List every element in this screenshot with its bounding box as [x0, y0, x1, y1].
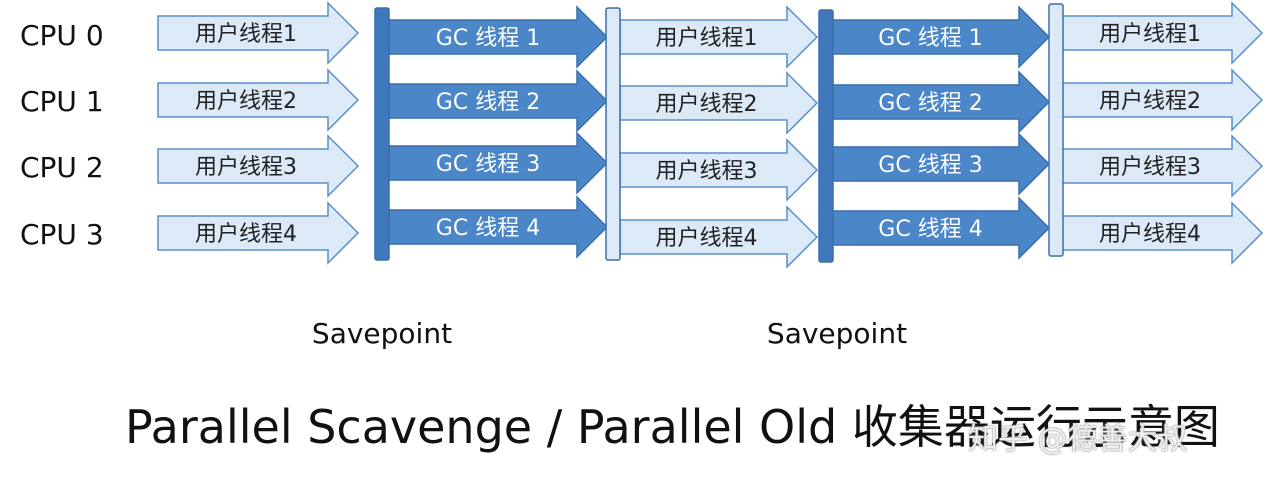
user-thread-arrow: 用户线程3: [619, 138, 819, 202]
arrow-shape: [157, 134, 360, 198]
user-thread-arrow: 用户线程2: [157, 68, 360, 132]
safepoint-bars: [374, 3, 1064, 263]
arrow-shape: [831, 5, 1051, 69]
arrow-label: 用户线程2: [1099, 89, 1201, 114]
safepoint-bar-start: [818, 9, 834, 263]
arrow-label: 用户线程3: [195, 155, 297, 180]
arrow-label: 用户线程2: [195, 89, 297, 114]
arrow-shape: [1061, 68, 1264, 132]
arrow-label: GC 线程 2: [436, 90, 540, 115]
arrow-shape: [388, 195, 609, 259]
gc-thread-arrow: GC 线程 4: [831, 196, 1051, 260]
gc-thread-arrow: GC 线程 3: [388, 131, 609, 195]
arrow-label: 用户线程1: [1099, 22, 1201, 47]
arrow-shape: [157, 68, 360, 132]
diagram-title: Parallel Scavenge / Parallel Old 收集器运行示意…: [125, 400, 1220, 454]
gc-thread-arrow: GC 线程 2: [388, 69, 609, 133]
arrow-label: 用户线程3: [656, 159, 758, 184]
arrow-label: 用户线程3: [1099, 155, 1201, 180]
arrow-shape: [619, 138, 819, 202]
arrow-shape: [831, 70, 1051, 134]
arrow-label: GC 线程 3: [878, 153, 982, 178]
arrow-shape: [157, 201, 360, 265]
arrow-shape: [619, 71, 819, 135]
arrow-label: GC 线程 3: [436, 152, 540, 177]
user-thread-arrow: 用户线程1: [157, 1, 360, 65]
arrow-label: GC 线程 2: [878, 91, 982, 116]
arrow-label: 用户线程4: [1099, 222, 1201, 247]
arrow-shape: [1061, 1, 1264, 65]
arrow-shape: [619, 205, 819, 269]
arrow-label: 用户线程4: [195, 222, 297, 247]
cpu-labels: CPU 0 CPU 1 CPU 2 CPU 3: [20, 19, 104, 251]
user-thread-arrow: 用户线程2: [619, 71, 819, 135]
cpu-label: CPU 3: [20, 218, 104, 251]
arrow-label: GC 线程 4: [878, 217, 982, 242]
arrow-label: GC 线程 1: [878, 26, 982, 51]
user-thread-arrow: 用户线程1: [1061, 1, 1264, 65]
user-thread-arrow: 用户线程1: [619, 5, 819, 69]
gc-thread-arrow: GC 线程 2: [831, 70, 1051, 134]
arrow-label: 用户线程2: [656, 92, 758, 117]
arrow-shape: [1061, 201, 1264, 265]
savepoint-label: Savepoint: [312, 317, 452, 350]
arrow-label: 用户线程4: [656, 226, 758, 251]
gc-thread-arrow: GC 线程 3: [831, 132, 1051, 196]
arrow-shape: [831, 132, 1051, 196]
arrow-label: 用户线程1: [656, 26, 758, 51]
savepoint-label: Savepoint: [767, 317, 907, 350]
savepoint-labels: Savepoint Savepoint: [312, 317, 907, 350]
cpu-label: CPU 0: [20, 19, 104, 52]
arrow-label: GC 线程 1: [436, 26, 540, 51]
arrow-shape: [157, 1, 360, 65]
user-thread-arrow: 用户线程4: [157, 201, 360, 265]
arrow-shape: [619, 5, 819, 69]
user-thread-arrow: 用户线程4: [619, 205, 819, 269]
arrow-shape: [388, 69, 609, 133]
arrow-label: GC 线程 4: [436, 216, 540, 241]
cpu-label: CPU 1: [20, 85, 104, 118]
gc-thread-arrow: GC 线程 1: [388, 5, 609, 69]
user-thread-arrow: 用户线程4: [1061, 201, 1264, 265]
arrow-label: 用户线程1: [195, 22, 297, 47]
thread-arrows: 用户线程1 用户线程2 用户线程3 用户线程4 GC 线程 1 GC 线程 2 GC 线程 …: [157, 1, 1264, 269]
safepoint-bar-end: [1048, 3, 1064, 257]
user-thread-arrow: 用户线程3: [1061, 134, 1264, 198]
arrow-shape: [831, 196, 1051, 260]
user-thread-arrow: 用户线程2: [1061, 68, 1264, 132]
gc-thread-arrow: GC 线程 4: [388, 195, 609, 259]
arrow-shape: [1061, 134, 1264, 198]
user-thread-arrow: 用户线程3: [157, 134, 360, 198]
gc-thread-arrow: GC 线程 1: [831, 5, 1051, 69]
arrow-shape: [388, 5, 609, 69]
cpu-label: CPU 2: [20, 151, 104, 184]
safepoint-bar-start: [374, 7, 390, 261]
arrow-shape: [388, 131, 609, 195]
safepoint-bar-end: [605, 7, 621, 261]
